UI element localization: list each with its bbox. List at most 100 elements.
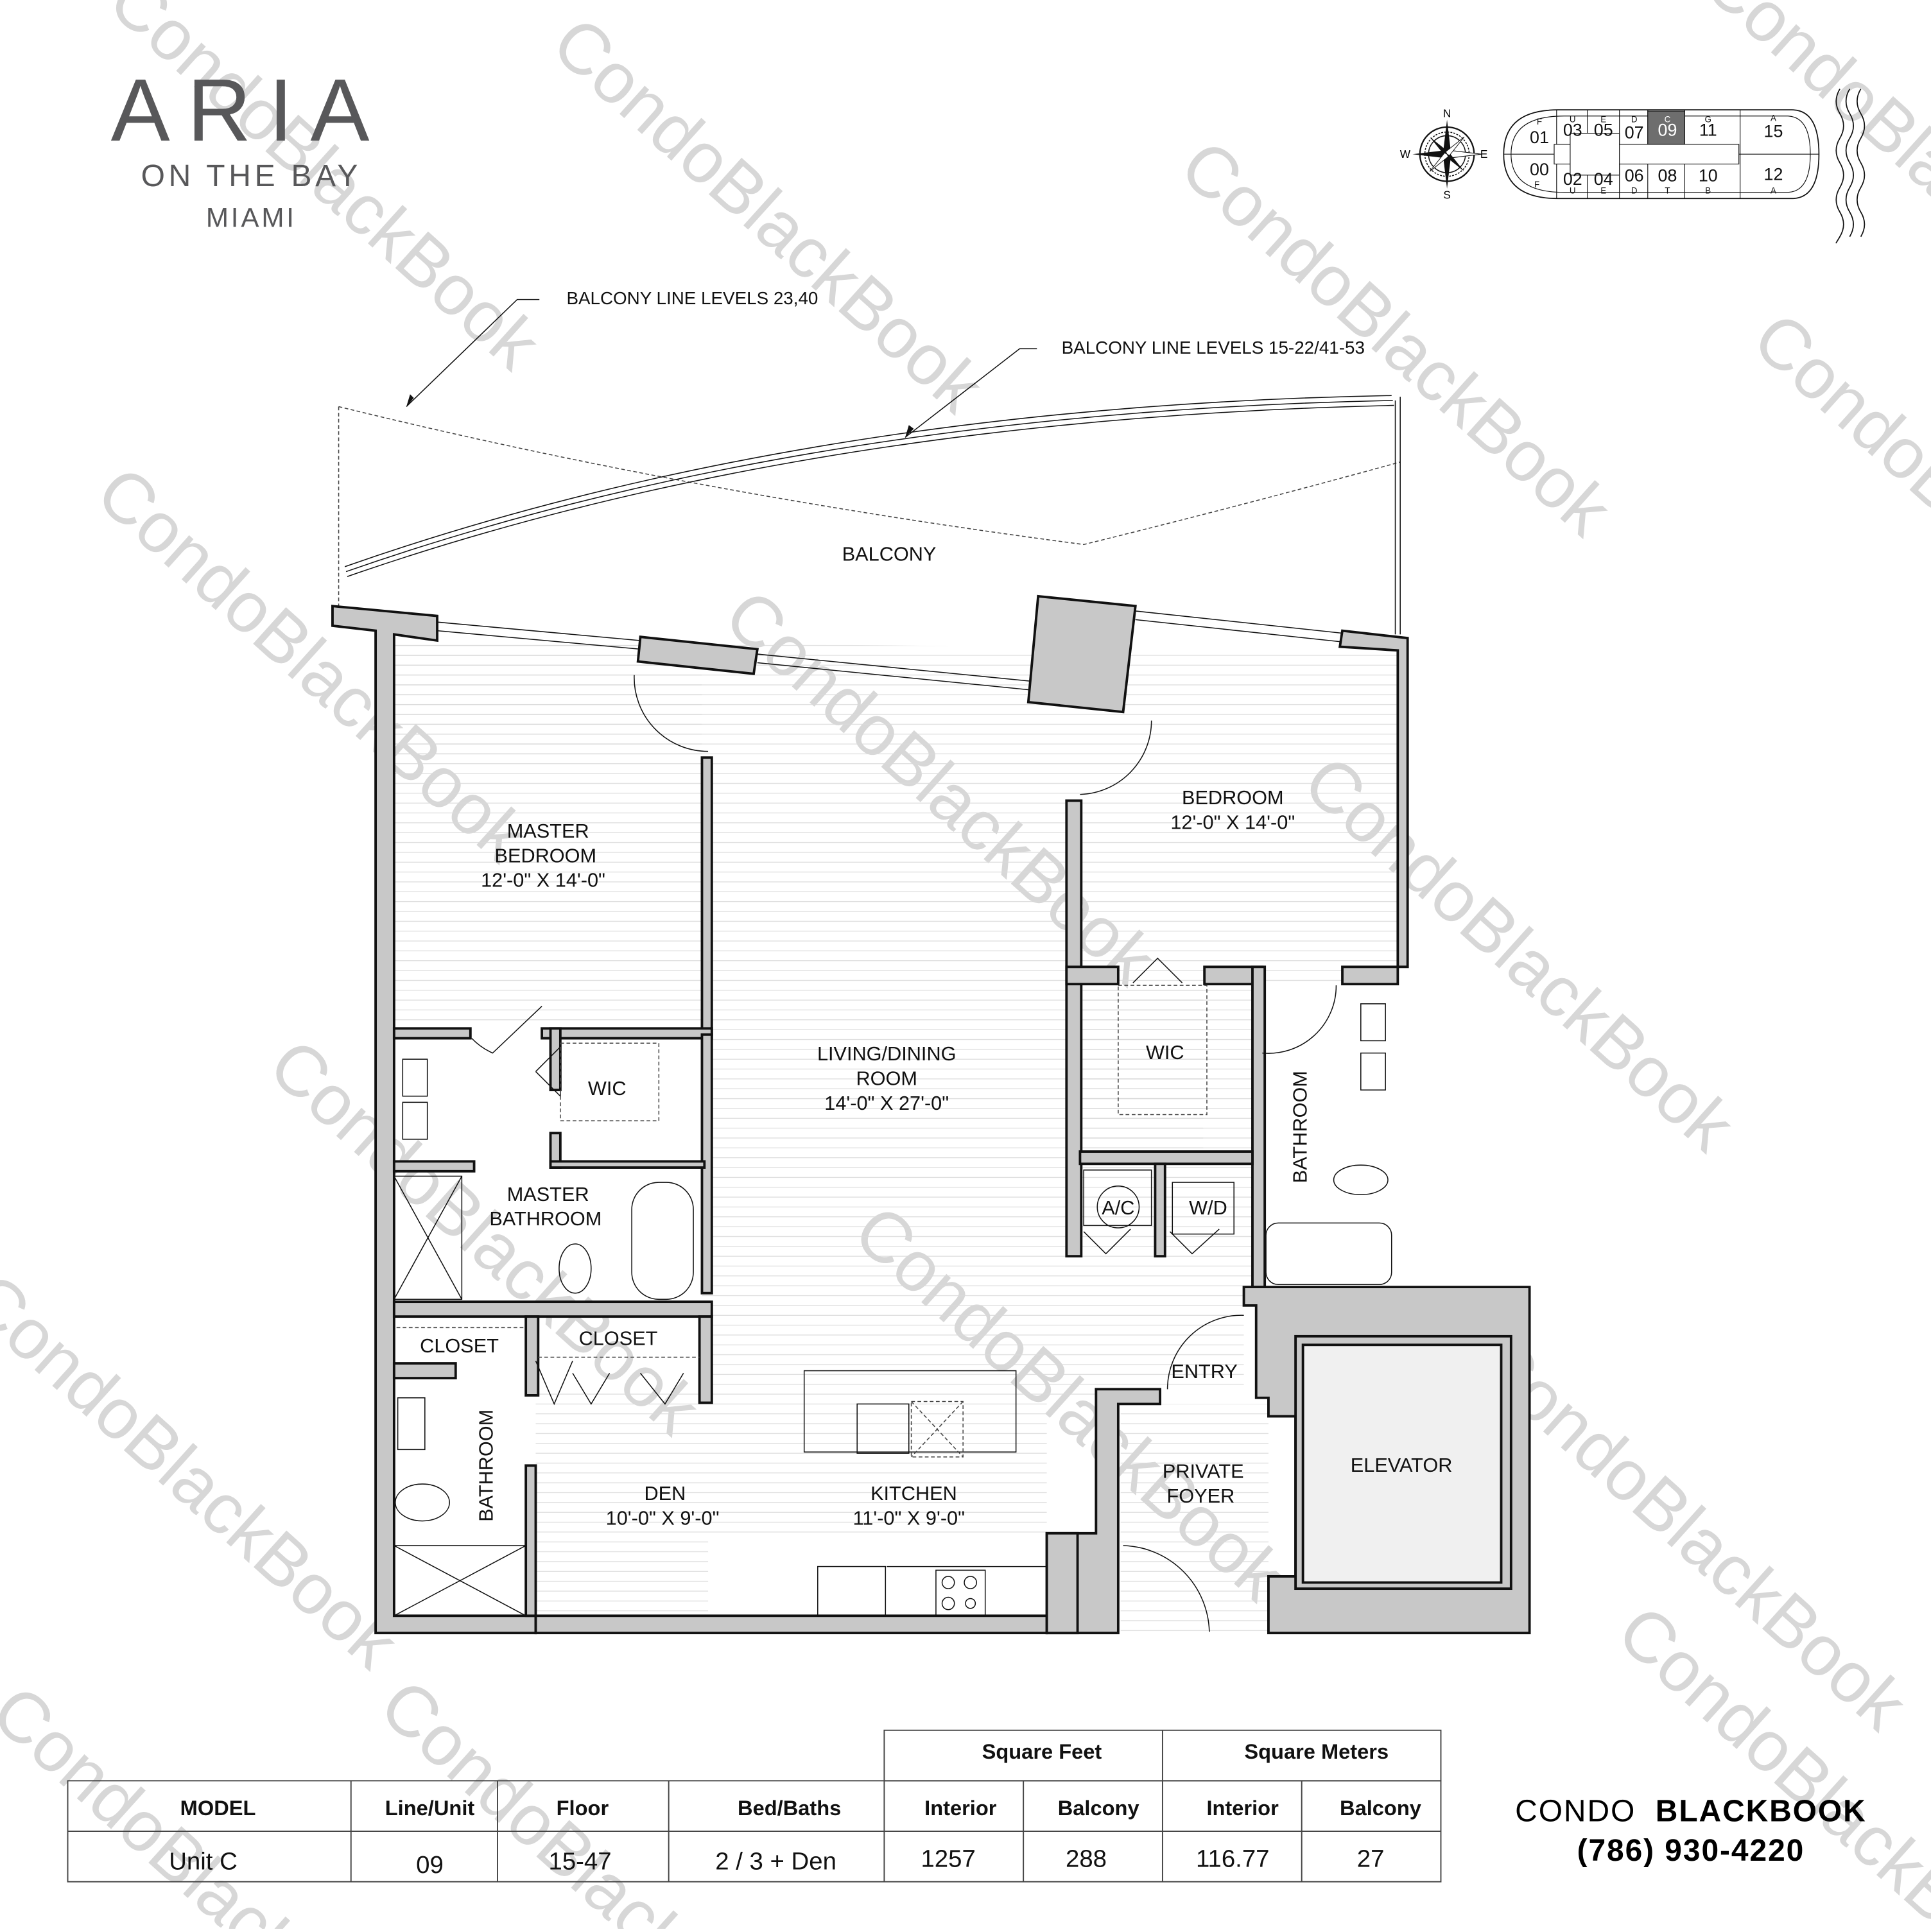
balcony: BALCONY bbox=[338, 395, 1401, 635]
elevator: ELEVATOR bbox=[1294, 1334, 1512, 1591]
watermark: CondoBlackBook bbox=[0, 1257, 414, 1684]
cell-model: Unit C bbox=[169, 1848, 238, 1876]
room-label-master-bathroom: BATHROOM bbox=[489, 1207, 602, 1230]
room-dimension-den: 10'-0" X 9'-0" bbox=[606, 1506, 720, 1529]
unit-number: 01 bbox=[1530, 128, 1549, 147]
room-label-wic-master: WIC bbox=[588, 1077, 627, 1100]
unit-number: 11 bbox=[1699, 120, 1717, 139]
room-dimension-kitchen: 11'-0" X 9'-0" bbox=[853, 1506, 965, 1529]
door-bath-right bbox=[1262, 985, 1337, 1054]
room-label-balcony: BALCONY bbox=[842, 542, 937, 565]
unit-number: 08 bbox=[1658, 166, 1677, 185]
cell-bed-baths: 2 / 3 + Den bbox=[715, 1848, 836, 1876]
unit-letter: F bbox=[1534, 180, 1539, 189]
room-label-wic-bedroom: WIC bbox=[1146, 1041, 1184, 1064]
room-label-entry: ENTRY bbox=[1171, 1360, 1237, 1383]
room-label-closet: CLOSET bbox=[420, 1334, 499, 1357]
aria-logo: ARIA ON THE BAY MIAMI bbox=[111, 61, 387, 232]
toilet-icon bbox=[395, 1483, 450, 1522]
unit-letter: A bbox=[1771, 113, 1776, 123]
compass-e: E bbox=[1480, 148, 1488, 160]
room-label-den: DEN bbox=[645, 1482, 686, 1505]
unit-number: 04 bbox=[1594, 169, 1613, 189]
logo-city: MIAMI bbox=[206, 202, 297, 232]
bathtub-icon bbox=[631, 1182, 694, 1300]
watermark: CondoBlackBook bbox=[538, 1, 999, 427]
unit-letter: E bbox=[1600, 114, 1606, 124]
condo-blackbook-brand: CONDO BLACKBOOK (786) 930-4220 bbox=[1515, 1795, 1866, 1868]
brand-name-light: CONDO bbox=[1515, 1795, 1636, 1829]
unit-number-selected: 09 bbox=[1658, 120, 1677, 139]
cell-sqm-interior: 116.77 bbox=[1196, 1845, 1269, 1873]
ac-unit-icon bbox=[1096, 1186, 1140, 1229]
compass-s: S bbox=[1443, 188, 1451, 201]
logo-subtitle: ON THE BAY bbox=[141, 159, 361, 193]
cell-floor: 15-47 bbox=[548, 1848, 611, 1876]
shower-icon bbox=[394, 1545, 526, 1617]
cell-sqm-balcony: 27 bbox=[1357, 1845, 1385, 1873]
watermark: CondoBlackBook bbox=[254, 1023, 715, 1449]
bathtub-icon bbox=[1265, 1222, 1392, 1286]
unit-specs-table: Square Feet Square Meters MODEL Line/Uni… bbox=[67, 1729, 1442, 1883]
door-living-balcony bbox=[634, 675, 709, 752]
door-entry bbox=[1166, 1315, 1244, 1390]
col-header-line-unit: Line/Unit bbox=[385, 1796, 475, 1820]
logo-title: ARIA bbox=[111, 61, 387, 160]
room-label-master-bathroom: MASTER bbox=[507, 1183, 589, 1205]
unit-letter: C bbox=[1665, 114, 1671, 124]
unit-letter: D bbox=[1631, 114, 1638, 124]
brand-phone[interactable]: (786) 930-4220 bbox=[1577, 1834, 1805, 1868]
compass-n: N bbox=[1443, 107, 1451, 120]
unit-number: 05 bbox=[1594, 120, 1613, 139]
room-label-bathroom-right: BATHROOM bbox=[1288, 1071, 1311, 1183]
unit-number: 10 bbox=[1699, 166, 1718, 185]
cooktop-icon bbox=[935, 1569, 986, 1617]
callout-balcony-15-22-41-53: BALCONY LINE LEVELS 15-22/41-53 bbox=[1062, 338, 1365, 358]
callout-balcony-23-40: BALCONY LINE LEVELS 23,40 bbox=[566, 288, 818, 308]
sink-icon bbox=[1360, 1003, 1386, 1042]
water-waves-icon bbox=[1835, 89, 1866, 244]
balcony-callouts: BALCONY LINE LEVELS 23,40 BALCONY LINE L… bbox=[406, 288, 1365, 438]
shower-icon bbox=[394, 1175, 463, 1300]
floor-plan: BALCONY BALCONY LINE LEVELS 23,40 BALCON… bbox=[331, 288, 1531, 1635]
unit-number: 03 bbox=[1563, 120, 1582, 139]
unit-letter: U bbox=[1570, 114, 1576, 124]
col-header-model: MODEL bbox=[180, 1796, 256, 1820]
toilet-icon bbox=[559, 1243, 592, 1294]
room-label-wd: W/D bbox=[1189, 1196, 1227, 1219]
building-keyplan: F 01 U 03 E 05 D 07 C 09 G 11 A 15 00 F … bbox=[1503, 109, 1820, 200]
unit-letter: B bbox=[1705, 186, 1711, 196]
room-label-foyer: PRIVATE bbox=[1163, 1460, 1244, 1482]
room-dimension-master-bedroom: 12'-0" X 14'-0" bbox=[481, 869, 605, 892]
door-master-bath bbox=[471, 1006, 542, 1054]
unit-letter: T bbox=[1665, 186, 1670, 196]
room-label-closet: CLOSET bbox=[579, 1327, 658, 1349]
unit-letter: E bbox=[1600, 186, 1606, 196]
unit-number: 02 bbox=[1563, 169, 1582, 189]
col-header-bed-baths: Bed/Baths bbox=[738, 1796, 841, 1820]
unit-letter: U bbox=[1570, 186, 1576, 196]
walls bbox=[331, 594, 1531, 1635]
kitchen-island bbox=[803, 1370, 1017, 1453]
room-label-living: ROOM bbox=[856, 1067, 917, 1090]
keyplan: N S W E F 01 bbox=[1400, 89, 1866, 244]
header-square-meters: Square Meters bbox=[1244, 1739, 1389, 1763]
room-label-foyer: FOYER bbox=[1167, 1485, 1235, 1507]
unit-letter: G bbox=[1705, 114, 1711, 124]
unit-number: 12 bbox=[1764, 165, 1783, 184]
room-label-elevator: ELEVATOR bbox=[1351, 1454, 1453, 1476]
col-header-sqm-balcony: Balcony bbox=[1340, 1796, 1421, 1820]
col-header-sqft-balcony: Balcony bbox=[1058, 1796, 1139, 1820]
room-label-living: LIVING/DINING bbox=[817, 1042, 957, 1065]
room-label-bathroom-left: BATHROOM bbox=[474, 1410, 497, 1522]
brand-name: CONDO BLACKBOOK bbox=[1515, 1795, 1866, 1829]
compass-w: W bbox=[1400, 148, 1411, 160]
cell-sqft-interior: 1257 bbox=[921, 1845, 975, 1873]
room-label-bedroom: BEDROOM bbox=[1182, 786, 1284, 809]
sink-icon bbox=[402, 1058, 428, 1097]
door-bedroom bbox=[1080, 720, 1152, 795]
unit-number: 06 bbox=[1625, 166, 1644, 185]
kitchen-sink-icon bbox=[856, 1403, 910, 1454]
unit-number: 00 bbox=[1530, 160, 1549, 179]
